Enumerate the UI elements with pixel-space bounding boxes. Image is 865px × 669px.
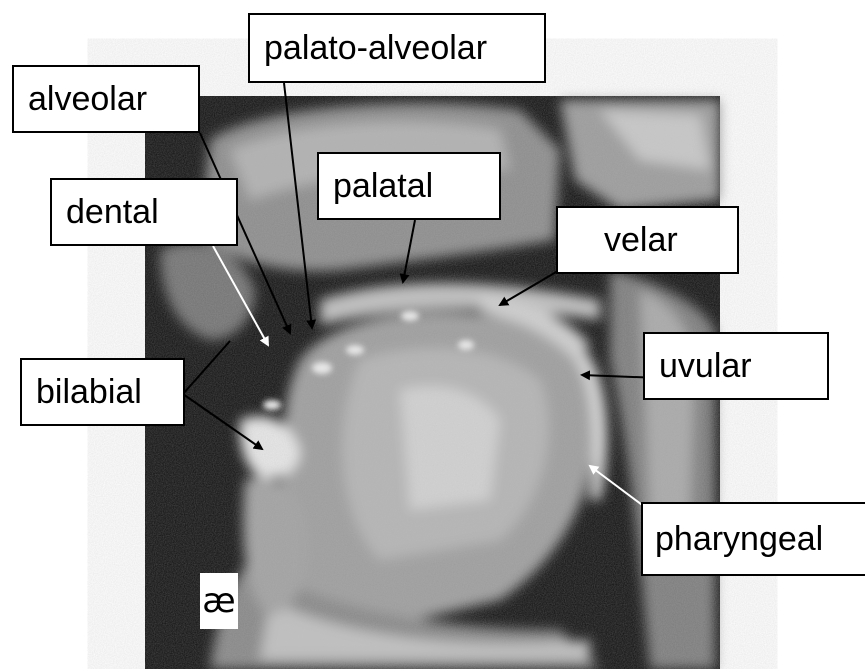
label-palato-alveolar-text: palato-alveolar bbox=[264, 29, 487, 68]
label-velar-text: velar bbox=[604, 221, 678, 260]
label-palato-alveolar: palato-alveolar bbox=[248, 13, 546, 83]
label-bilabial-text: bilabial bbox=[36, 373, 142, 412]
label-velar: velar bbox=[556, 206, 739, 274]
arrow-bilabial-upper bbox=[183, 341, 230, 394]
arrow-palato-alveolar bbox=[284, 83, 312, 328]
label-palatal: palatal bbox=[317, 152, 501, 220]
label-bilabial: bilabial bbox=[20, 358, 185, 426]
label-dental-text: dental bbox=[66, 193, 159, 232]
label-pharyngeal: pharyngeal bbox=[641, 502, 865, 576]
label-palatal-text: palatal bbox=[333, 167, 433, 206]
arrow-dental bbox=[213, 246, 268, 345]
label-uvular: uvular bbox=[643, 332, 829, 400]
label-pharyngeal-text: pharyngeal bbox=[655, 520, 823, 559]
label-alveolar: alveolar bbox=[12, 65, 200, 133]
label-dental: dental bbox=[50, 178, 238, 246]
vowel-symbol: æ bbox=[200, 573, 238, 629]
arrow-palatal bbox=[403, 220, 415, 282]
label-uvular-text: uvular bbox=[659, 347, 752, 386]
label-alveolar-text: alveolar bbox=[28, 80, 147, 119]
arrow-bilabial-lower bbox=[183, 394, 262, 449]
